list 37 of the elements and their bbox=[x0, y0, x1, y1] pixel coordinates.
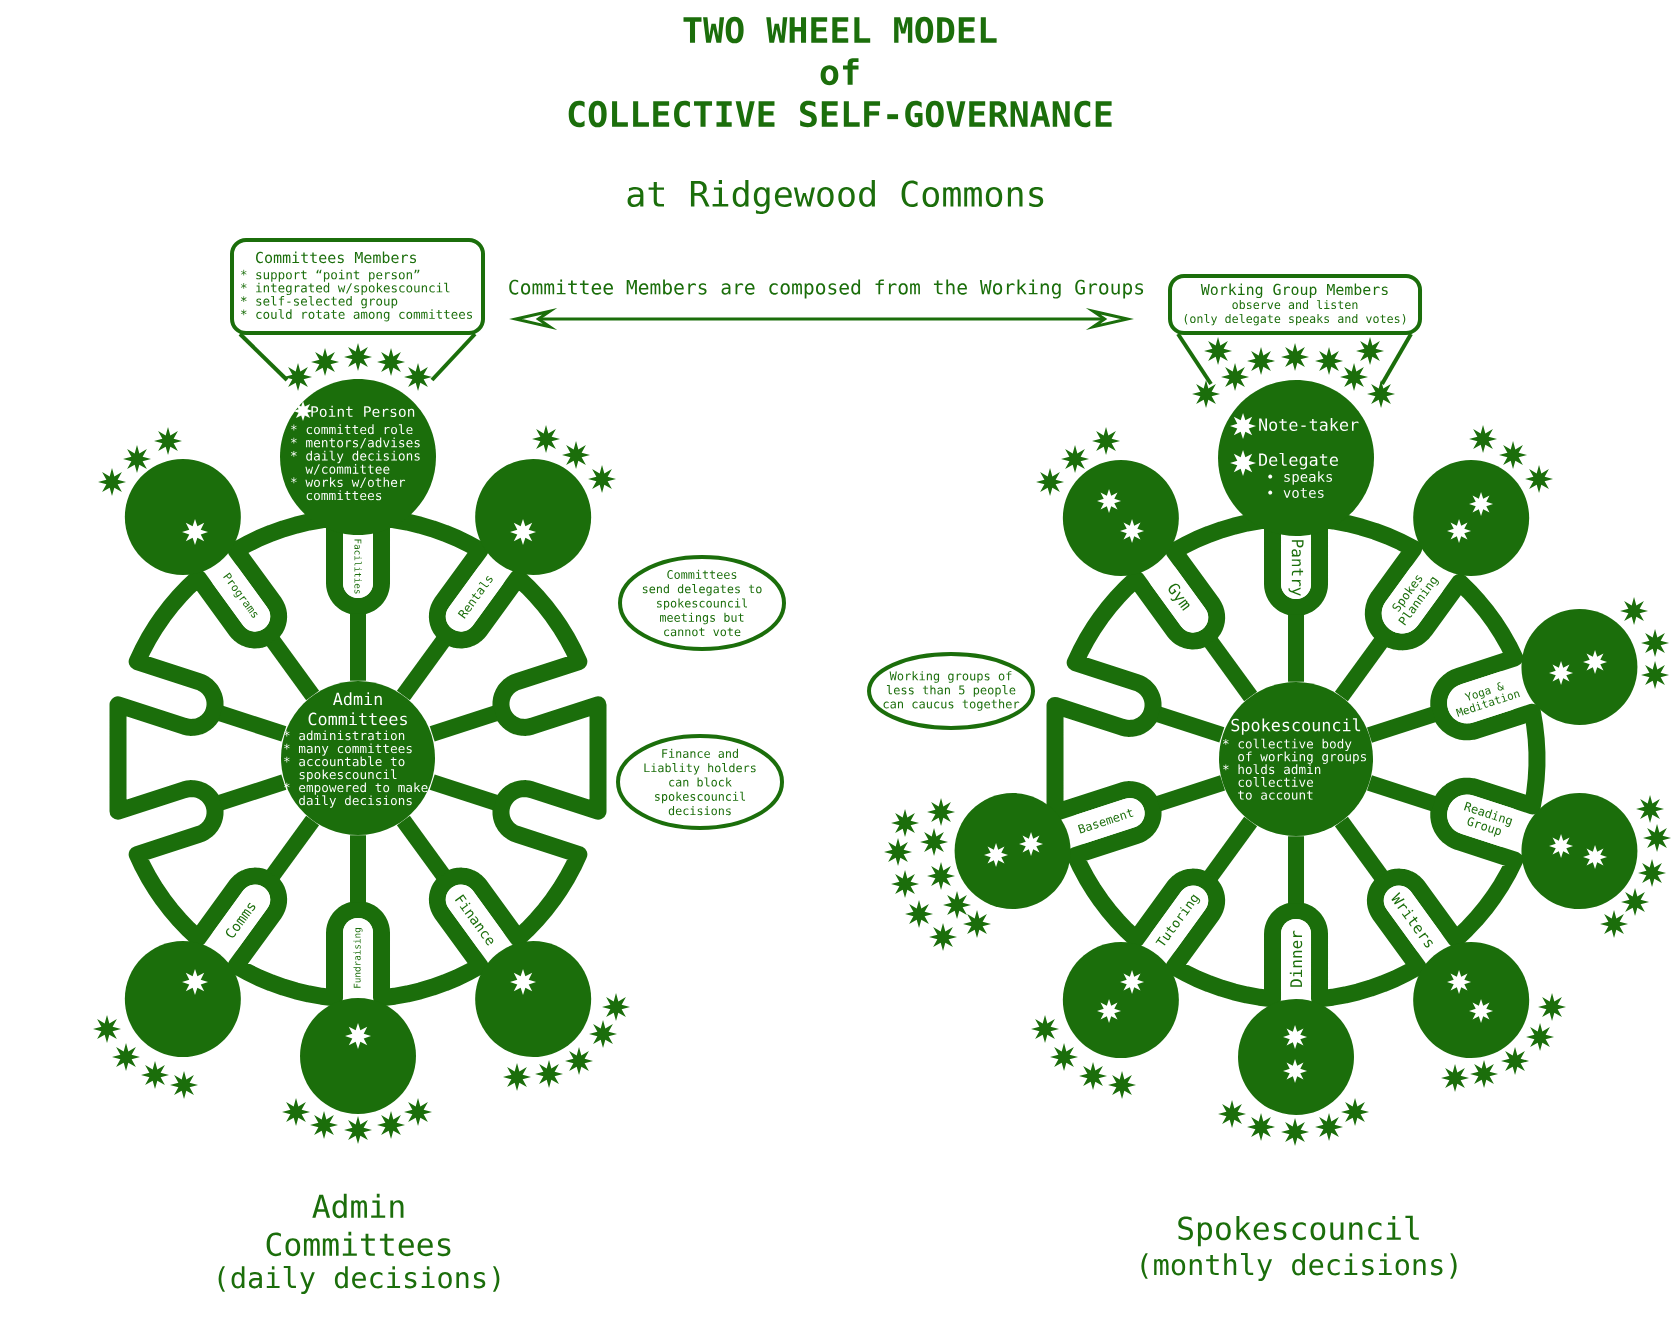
spoke bbox=[1204, 816, 1258, 881]
caption: Spokescouncil bbox=[1178, 1215, 1419, 1247]
edge-label: Committee Members are composed from the Working Groups bbox=[505, 277, 1148, 301]
spoke bbox=[1367, 775, 1437, 812]
spoke-label: Pantry bbox=[1281, 536, 1311, 599]
caption: (daily decisions) bbox=[218, 1266, 500, 1294]
spoke bbox=[396, 815, 450, 880]
member-circle bbox=[1413, 459, 1530, 576]
spoke bbox=[1288, 836, 1304, 904]
spoke bbox=[1366, 706, 1437, 743]
caption: Admin Committees bbox=[266, 1193, 451, 1257]
member-circle bbox=[1238, 999, 1354, 1115]
caption: (monthly decisions) bbox=[1141, 1253, 1457, 1281]
spoke bbox=[266, 636, 320, 701]
spoke-label: Facilities bbox=[343, 535, 373, 598]
spoke bbox=[1334, 637, 1388, 702]
title: TWO WHEEL MODEL of COLLECTIVE SELF-GOVERNANCE bbox=[568, 16, 1112, 128]
member-circle bbox=[475, 458, 592, 575]
spoke-label: Fundraising bbox=[343, 918, 373, 998]
callout-box: Working Group Members observe and listen (only delegate speaks and votes) bbox=[1168, 274, 1422, 386]
member-circle bbox=[954, 793, 1071, 910]
spoke bbox=[350, 835, 366, 903]
spoke bbox=[396, 636, 450, 701]
member-circle bbox=[300, 998, 416, 1114]
member-circle bbox=[124, 941, 241, 1058]
spoke bbox=[1155, 775, 1226, 812]
callout-box: Committees Members * support “point person” * integrated w/spokescouncil * self-selected group * could rotate among committees bbox=[230, 238, 485, 382]
spoke bbox=[266, 815, 320, 880]
spoke bbox=[350, 613, 366, 681]
spoke bbox=[1334, 816, 1388, 881]
spoke bbox=[1204, 637, 1258, 702]
member-circle bbox=[1521, 793, 1638, 910]
subtitle: at Ridgewood Commons bbox=[627, 179, 1044, 215]
member-circle bbox=[1521, 608, 1638, 725]
member-circle bbox=[1062, 459, 1179, 576]
spoke-label: Dinner bbox=[1281, 919, 1311, 999]
spoke bbox=[1288, 614, 1304, 682]
